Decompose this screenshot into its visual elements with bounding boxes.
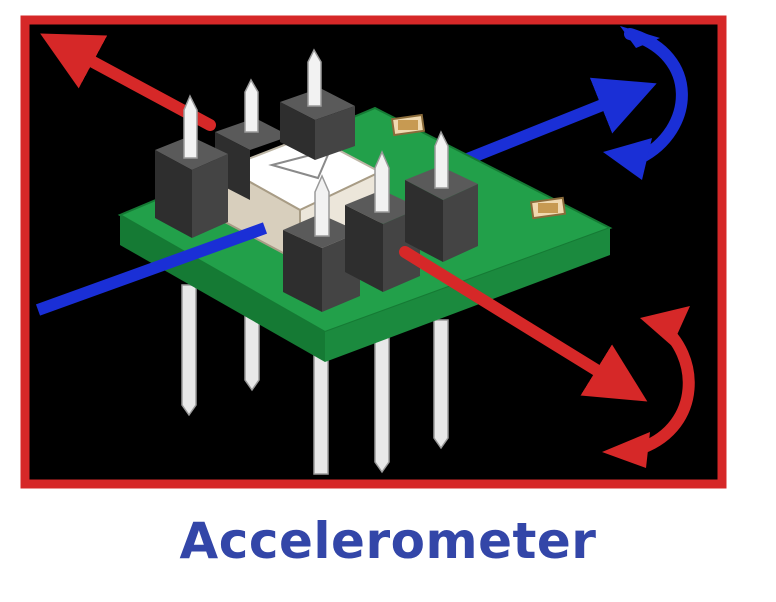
front-pins [314,130,449,237]
x-axis-arrow-front [399,246,648,402]
header-block-left [155,94,228,238]
diagram-caption: Accelerometer [179,512,597,570]
curved-rotation-arrow-icon [603,26,688,180]
bottom-pins [181,284,449,475]
rear-pins [244,48,322,133]
curved-double-arrow-icon [602,306,695,468]
y-axis-arrow-front [35,222,268,316]
smd-components [390,113,567,220]
